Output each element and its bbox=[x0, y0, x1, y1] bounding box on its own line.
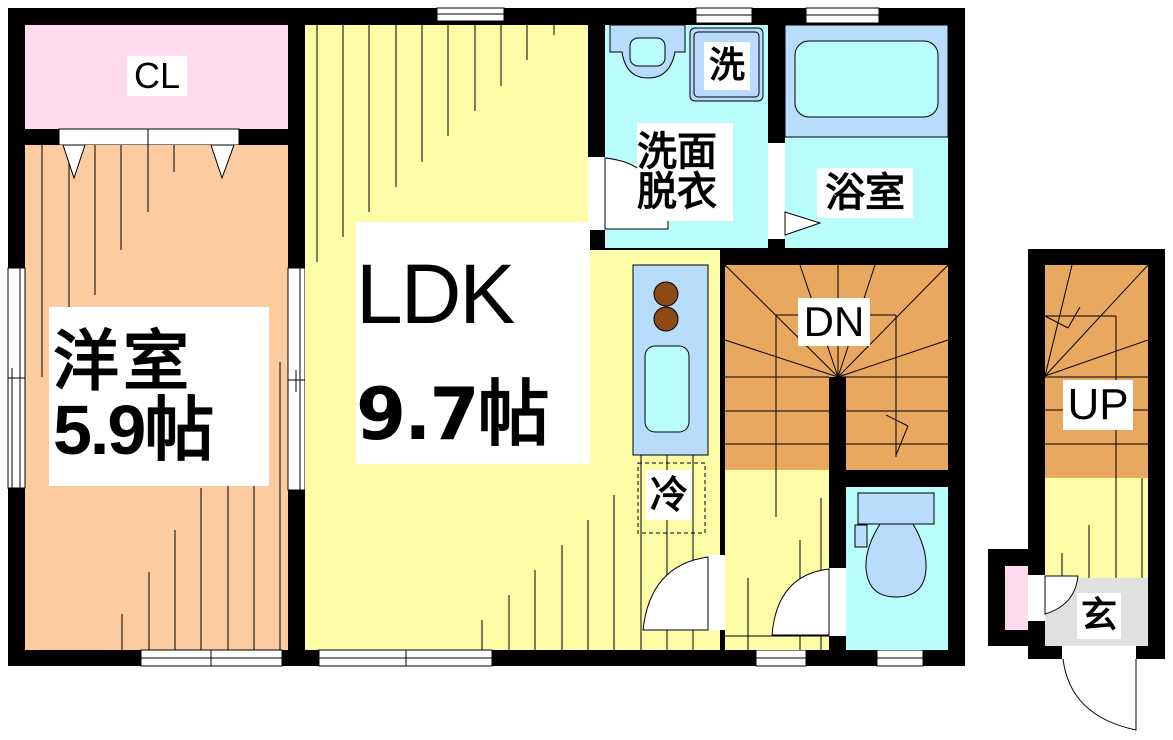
toilet-tank bbox=[857, 492, 935, 525]
toilet-bowl bbox=[865, 523, 927, 598]
fridge-label: 冷 bbox=[646, 470, 692, 520]
washroom-line1: 洗面 bbox=[637, 129, 717, 175]
entrance-door-opening bbox=[1062, 646, 1136, 659]
entrance-door-swing bbox=[1062, 658, 1137, 731]
bathroom-label: 浴室 bbox=[817, 168, 913, 218]
closet-label: CL bbox=[127, 56, 187, 96]
stove-burner bbox=[653, 281, 679, 307]
closet-doors bbox=[58, 128, 240, 146]
stove-burner bbox=[653, 306, 679, 332]
bathroom-door bbox=[768, 143, 785, 239]
ldk-label: LDK bbox=[356, 222, 590, 366]
washing-machine-label: 洗 bbox=[704, 42, 750, 90]
floor-lines-ldk bbox=[316, 25, 694, 650]
stairs-up bbox=[1045, 265, 1148, 478]
ldk-name: LDK bbox=[356, 247, 515, 341]
western-room-label: 洋室 5.9帖 bbox=[49, 307, 269, 486]
stairs-up-lines bbox=[1044, 264, 1149, 578]
toilet-door-opening bbox=[829, 568, 846, 636]
kitchen-sink bbox=[644, 345, 690, 433]
floor-lines-western bbox=[41, 145, 281, 650]
entrance-label: 玄 bbox=[1077, 593, 1121, 639]
fridge-space bbox=[637, 462, 706, 534]
washroom-label: 洗面 脱衣 bbox=[637, 123, 733, 221]
shoe-cabinet bbox=[1005, 566, 1028, 630]
stairs-down-label: DN bbox=[798, 298, 870, 346]
ldk-door-opening bbox=[708, 555, 725, 630]
washroom-line2: 脱衣 bbox=[637, 169, 717, 215]
stairs-up-label: UP bbox=[1063, 380, 1133, 430]
western-room-name: 洋室 bbox=[53, 322, 193, 400]
western-room-size: 5.9帖 bbox=[53, 390, 214, 469]
washroom-door-opening bbox=[588, 157, 605, 230]
ldk-size: 9.7帖 bbox=[356, 364, 590, 464]
